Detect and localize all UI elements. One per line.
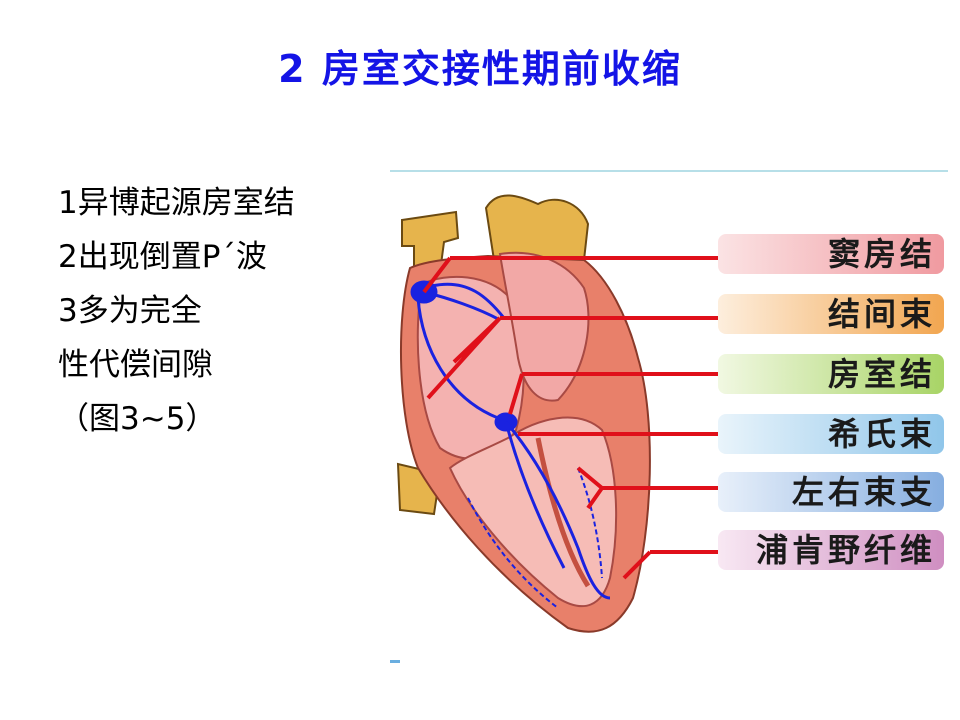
label-bars (718, 234, 944, 570)
top-rule (390, 170, 948, 172)
label-bar-av-node (718, 354, 944, 394)
label-bar-his-bundle (718, 414, 944, 454)
bullet-compensatory-pause: 性代偿间隙 (58, 347, 213, 383)
label-av-node: 房室结 (828, 355, 936, 393)
label-bar-purkinje-fibers (718, 530, 944, 570)
label-his-bundle: 希氏束 (828, 415, 936, 453)
pointer-bundle-branches (576, 466, 718, 510)
label-texts: 窦房结 结间束 房室结 希氏束 左右束支 浦肯野纤维 (756, 235, 936, 569)
right-bundle-branch (504, 421, 611, 600)
aortic-arch (484, 194, 590, 261)
corner-mark (390, 660, 400, 663)
interventricular-septum (535, 437, 591, 588)
label-bundle-branches: 左右束支 (792, 473, 936, 511)
bullet-figure-ref: （图3~5） (58, 401, 217, 437)
pointer-lines (422, 256, 718, 580)
internodal-path-2 (416, 297, 499, 420)
bullet-complete: 3多为完全 (58, 293, 202, 329)
pointer-sinus-node (422, 256, 718, 294)
pointer-internodal-tract (426, 316, 718, 400)
internodal-path-1 (423, 290, 501, 322)
left-atrium (498, 251, 590, 402)
pointer-av-node (508, 372, 718, 415)
label-bar-sinus-node (718, 234, 944, 274)
pointer-purkinje-fibers (622, 550, 718, 580)
label-purkinje-fibers: 浦肯野纤维 (756, 531, 936, 569)
heart-illustration (396, 194, 651, 633)
slide-title: 2 房室交接性期前收缩 (278, 47, 682, 91)
bullet-inverted-p-wave: 2出现倒置P´波 (58, 239, 267, 275)
label-bar-internodal-tract (718, 294, 944, 334)
bullet-list: 1异博起源房室结 2出现倒置P´波 3多为完全 性代偿间隙 （图3~5） (58, 176, 388, 446)
internodal-path-3 (431, 282, 506, 319)
left-bundle-branch (504, 421, 566, 569)
label-sinus-node: 窦房结 (828, 235, 936, 273)
bullet-origin: 1异博起源房室结 (58, 185, 295, 221)
heart-conduction-figure: 窦房结 结间束 房室结 希氏束 左右束支 浦肯野纤维 (388, 168, 950, 668)
label-internodal-tract: 结间束 (828, 295, 936, 333)
heart-diagram-svg: 窦房结 结间束 房室结 希氏束 左右束支 浦肯野纤维 (390, 170, 948, 663)
label-bar-bundle-branches (718, 472, 944, 512)
